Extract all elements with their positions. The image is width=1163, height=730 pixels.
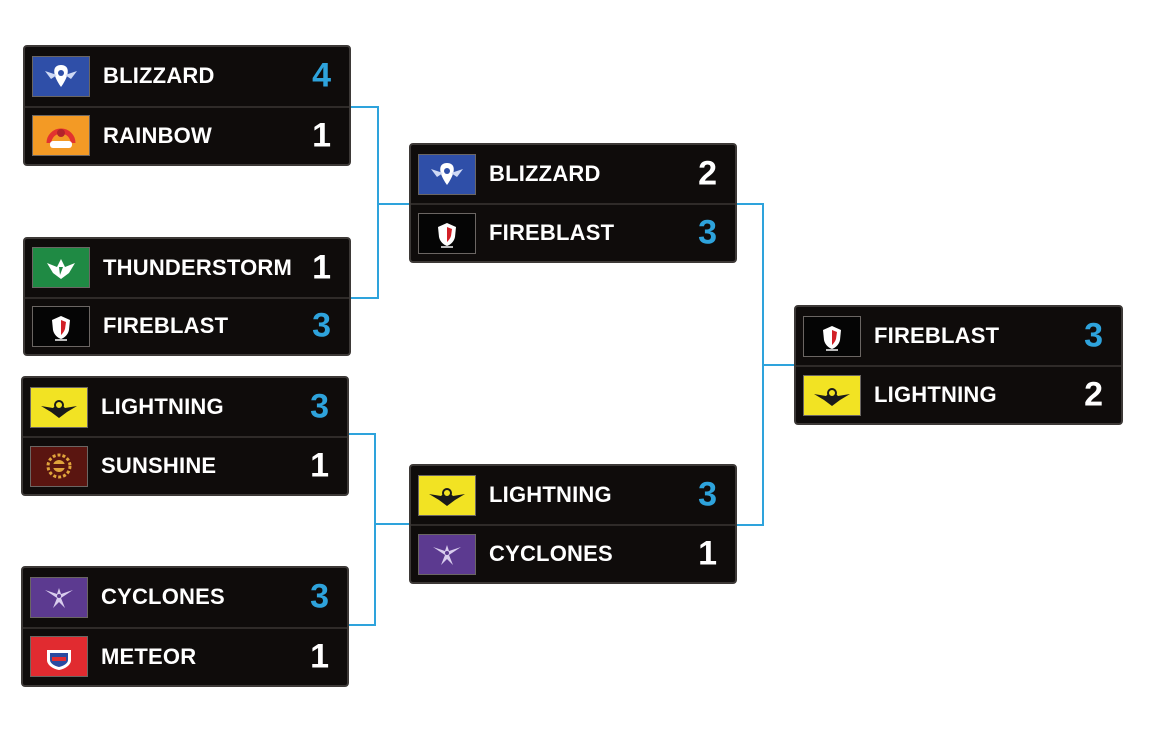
cyclones-logo-art-icon	[45, 588, 73, 609]
team-name: BLIZZARD	[489, 161, 601, 186]
team-score: 3	[698, 475, 717, 514]
team-row[interactable]: RAINBOW 1	[25, 105, 349, 165]
team-name: LIGHTNING	[489, 482, 612, 507]
team-name: RAINBOW	[103, 122, 212, 148]
match-round1-2: THUNDERSTORM 1 FIREBLAST 3	[23, 237, 351, 356]
fireblast-logo-icon	[418, 212, 476, 254]
team-score: 4	[312, 56, 331, 95]
cyclones-logo-icon	[418, 533, 476, 575]
lightning-logo-art-icon	[41, 400, 77, 418]
team-name: METEOR	[101, 643, 197, 669]
meteor-logo-icon	[30, 636, 88, 678]
team-row[interactable]: LIGHTNING 3	[411, 466, 735, 524]
rainbow-logo-art-icon	[46, 128, 76, 148]
lightning-logo-art-icon	[814, 388, 850, 406]
connector-round1-bottom	[348, 433, 410, 626]
lightning-logo-icon	[30, 386, 88, 428]
team-row[interactable]: FIREBLAST 3	[411, 203, 735, 261]
meteor-logo-art-icon	[47, 649, 71, 670]
team-score: 3	[310, 387, 329, 426]
fireblast-logo-icon	[803, 315, 861, 357]
team-row[interactable]: BLIZZARD 2	[411, 145, 735, 203]
team-name: BLIZZARD	[103, 63, 215, 89]
team-row[interactable]: LIGHTNING 2	[796, 365, 1121, 423]
match-round1-3: LIGHTNING 3 SUNSHINE 1	[21, 376, 349, 496]
fireblast-logo-art-icon	[52, 316, 70, 342]
lightning-logo-art-icon	[429, 488, 465, 506]
blizzard-logo-art-icon	[45, 65, 77, 88]
team-row[interactable]: SUNSHINE 1	[23, 436, 347, 494]
team-row[interactable]: BLIZZARD 4	[25, 47, 349, 106]
lightning-logo-icon	[418, 474, 476, 516]
blizzard-logo-art-icon	[431, 163, 463, 185]
team-score: 1	[698, 534, 717, 573]
sunshine-logo-art-icon	[46, 453, 72, 479]
team-score: 2	[1084, 375, 1103, 414]
team-name: FIREBLAST	[103, 313, 229, 339]
cyclones-logo-art-icon	[433, 545, 461, 565]
team-score: 3	[310, 577, 329, 616]
team-name: SUNSHINE	[101, 453, 217, 478]
match-semifinal-2: LIGHTNING 3 CYCLONES 1	[409, 464, 737, 584]
connector-semifinals	[736, 203, 795, 526]
team-name: THUNDERSTORM	[103, 254, 292, 280]
team-row[interactable]: THUNDERSTORM 1	[25, 239, 349, 297]
team-row[interactable]: FIREBLAST 3	[796, 307, 1121, 365]
team-row[interactable]: CYCLONES 1	[411, 524, 735, 582]
match-semifinal-1: BLIZZARD 2 FIREBLAST 3	[409, 143, 737, 263]
team-score: 3	[1084, 316, 1103, 355]
thunderstorm-logo-icon	[32, 247, 90, 289]
connector-round1-top	[350, 106, 410, 299]
team-name: LIGHTNING	[874, 382, 997, 407]
team-score: 1	[312, 248, 331, 287]
team-score: 2	[698, 154, 717, 193]
blizzard-logo-icon	[32, 55, 90, 97]
thunderstorm-logo-art-icon	[47, 258, 75, 279]
team-name: FIREBLAST	[874, 323, 1000, 348]
match-round1-1: BLIZZARD 4 RAINBOW 1	[23, 45, 351, 166]
fireblast-logo-art-icon	[823, 326, 841, 351]
team-row[interactable]: LIGHTNING 3	[23, 378, 347, 436]
fireblast-logo-icon	[32, 305, 90, 347]
lightning-logo-icon	[803, 374, 861, 416]
team-name: LIGHTNING	[101, 394, 224, 419]
match-round1-4: CYCLONES 3 METEOR 1	[21, 566, 349, 687]
team-score: 3	[698, 213, 717, 252]
team-name: CYCLONES	[489, 541, 613, 566]
team-score: 1	[310, 637, 329, 676]
team-name: CYCLONES	[101, 584, 225, 610]
blizzard-logo-icon	[418, 153, 476, 195]
team-row[interactable]: FIREBLAST 3	[25, 296, 349, 355]
team-row[interactable]: CYCLONES 3	[23, 568, 347, 627]
team-row[interactable]: METEOR 1	[23, 626, 347, 686]
team-score: 1	[312, 116, 331, 155]
rainbow-logo-icon	[32, 115, 90, 157]
team-name: FIREBLAST	[489, 220, 615, 245]
team-score: 3	[312, 306, 331, 345]
match-final: FIREBLAST 3 LIGHTNING 2	[794, 305, 1123, 425]
team-score: 1	[310, 446, 329, 485]
fireblast-logo-art-icon	[438, 223, 456, 248]
cyclones-logo-icon	[30, 576, 88, 618]
sunshine-logo-icon	[30, 445, 88, 487]
